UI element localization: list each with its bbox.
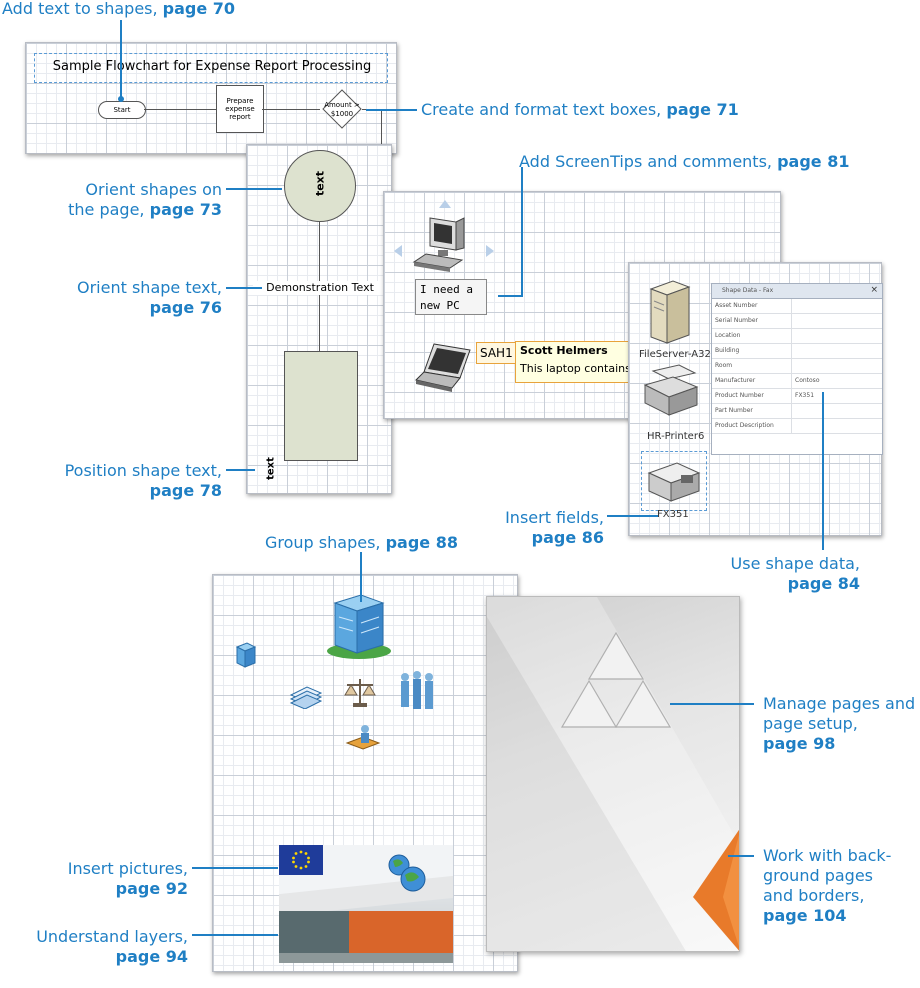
shape-data-row[interactable]: Building: [712, 344, 882, 359]
fax-selection[interactable]: [641, 451, 707, 511]
decision-text: Amount > $1000: [324, 101, 360, 118]
callout-shape-data: Use shape data, page 84: [730, 554, 860, 593]
people-icon[interactable]: [397, 669, 441, 719]
shape-data-label: Manufacturer: [712, 374, 792, 388]
callout-orient-text: Orient shape text, page 76: [77, 278, 222, 317]
connector-1: [144, 109, 216, 110]
orient-circle-shape[interactable]: [284, 150, 356, 222]
printer-label: HR-Printer6: [647, 431, 705, 442]
photo-orange-wall: [349, 911, 453, 961]
callout-insert-pictures: Insert pictures, page 92: [67, 859, 188, 898]
server-icon[interactable]: [647, 277, 693, 347]
shape-data-label: Product Number: [712, 389, 792, 403]
group-panel: [212, 574, 518, 972]
shape-data-label: Asset Number: [712, 299, 792, 313]
callout-orient-shapes: Orient shapes on the page, page 73: [68, 180, 222, 219]
close-icon[interactable]: ×: [870, 285, 878, 295]
small-building-icon[interactable]: [233, 641, 259, 669]
nudge-left-arrow-icon: [394, 245, 402, 257]
callout-layers: Understand layers, page 94: [36, 927, 188, 966]
flowchart-decision-shape[interactable]: Amount > $1000: [322, 89, 362, 129]
worker-icon[interactable]: [345, 721, 381, 751]
callout-screentips: Add ScreenTips and comments, page 81: [519, 152, 850, 171]
shape-data-row[interactable]: Location: [712, 329, 882, 344]
leader-screentips: [498, 167, 523, 297]
callout-group-shapes: Group shapes, page 88: [265, 533, 458, 552]
shape-data-label: Serial Number: [712, 314, 792, 328]
callout-insert-fields: Insert fields, page 86: [505, 508, 604, 547]
background-diagonal: [487, 597, 739, 951]
shape-data-label: Building: [712, 344, 792, 358]
comment-popup[interactable]: [515, 341, 636, 383]
shape-data-row[interactable]: Asset Number: [712, 299, 882, 314]
comment-author: Scott Helmers: [520, 344, 608, 357]
triforce-logo-icon: [560, 631, 672, 728]
scales-icon[interactable]: [343, 675, 377, 709]
photo-ground: [279, 953, 453, 963]
flowchart-panel: Sample Flowchart for Expense Report Proc…: [25, 42, 397, 155]
shape-data-row[interactable]: Room: [712, 359, 882, 374]
documents-icon[interactable]: [289, 681, 323, 709]
printer-icon[interactable]: [639, 363, 701, 421]
callout-manage-pages: Manage pages and page setup, page 98: [763, 694, 916, 753]
shape-data-row[interactable]: Part Number: [712, 404, 882, 419]
eu-flag[interactable]: [279, 845, 323, 875]
page-setup-panel: [486, 596, 740, 952]
shape-data-row[interactable]: Serial Number: [712, 314, 882, 329]
connector-4: [381, 109, 382, 155]
callout-backgrounds: Work with back- ground pages and borders…: [763, 846, 892, 925]
shape-data-label: Product Description: [712, 419, 792, 433]
laptop-icon[interactable]: [414, 342, 474, 398]
text-box[interactable]: I need a new PC: [415, 279, 487, 315]
building-photo[interactable]: [279, 845, 453, 963]
globe-icon[interactable]: [387, 853, 427, 893]
shape-data-label: Room: [712, 359, 792, 373]
orient-panel: text Demonstration Text text: [246, 144, 392, 494]
leader-dot: [118, 96, 124, 102]
demonstration-text[interactable]: Demonstration Text: [253, 281, 387, 295]
comment-tag[interactable]: SAH1: [476, 342, 517, 364]
fax-label: FX351: [657, 509, 689, 520]
rectangle-shape[interactable]: [284, 351, 358, 461]
nudge-right-arrow-icon: [486, 245, 494, 257]
orange-border-shape: [693, 829, 739, 951]
callout-position-text: Position shape text, page 78: [64, 461, 222, 500]
callout-textboxes: Create and format text boxes, page 71: [421, 100, 739, 119]
shape-data-title: Shape Data - Fax: [722, 287, 774, 294]
shape-data-titlebar[interactable]: Shape Data - Fax ×: [712, 284, 882, 299]
fax-icon[interactable]: [645, 455, 703, 505]
connector-2: [262, 109, 320, 110]
comment-body: This laptop contains: [520, 362, 631, 375]
eu-stars-icon: [292, 850, 310, 870]
flowchart-title[interactable]: Sample Flowchart for Expense Report Proc…: [52, 59, 372, 74]
building-icon[interactable]: [321, 585, 397, 661]
callout-add-text: Add text to shapes, page 70: [2, 0, 236, 18]
decision-diamond: [322, 89, 362, 129]
shape-data-panel: FileServer-A32 HR-Printer6 FX351 Shape D…: [628, 262, 883, 536]
server-label: FileServer-A32: [639, 349, 711, 360]
nudge-up-arrow-icon: [439, 200, 451, 208]
shape-data-label: Part Number: [712, 404, 792, 418]
shape-data-label: Location: [712, 329, 792, 343]
shape-data-value[interactable]: FX351: [795, 392, 815, 399]
pc-icon[interactable]: [412, 216, 472, 280]
shape-data-value[interactable]: Contoso: [795, 377, 820, 384]
shape-data-row[interactable]: Product Description: [712, 419, 882, 434]
title-selection-box[interactable]: [34, 53, 388, 83]
